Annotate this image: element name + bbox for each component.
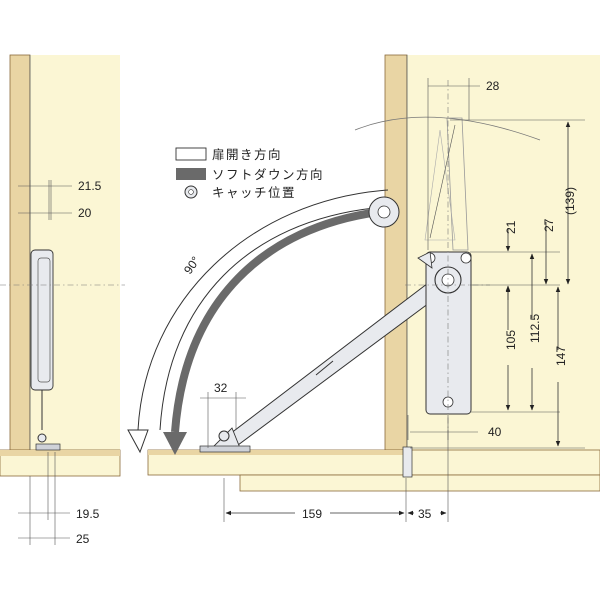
dim-28: 28 <box>486 79 500 93</box>
legend-door-open-swatch <box>175 147 207 161</box>
legend-soft-down-swatch <box>176 168 206 180</box>
left-side-panel <box>9 54 120 451</box>
soft-down-arrow <box>153 186 383 441</box>
legend-soft-down-label: ソフトダウン方向 <box>212 167 324 182</box>
dim-159: 159 <box>302 507 322 521</box>
left-bottom-board <box>0 449 121 477</box>
hinge-base-plate <box>417 251 472 415</box>
dim-27: 27 <box>542 218 556 232</box>
dim-112-5: 112.5 <box>528 314 542 343</box>
legend-catch-label: キャッチ位置 <box>212 185 296 200</box>
dim-20: 20 <box>78 206 92 220</box>
catch-position <box>368 196 400 228</box>
dim-105: 105 <box>504 330 518 350</box>
closed-door <box>147 449 407 476</box>
dim-21: 21 <box>504 220 518 234</box>
dim-21-5: 21.5 <box>78 179 102 193</box>
dim-25: 25 <box>76 532 90 546</box>
angle-90-label: 90° <box>181 254 203 277</box>
dim-32: 32 <box>214 381 228 395</box>
dim-40: 40 <box>488 425 502 439</box>
soft-down-direction-arrow <box>163 208 379 455</box>
left-dimensions: 21.5 20 19.5 25 <box>18 179 102 546</box>
legend: 扉開き方向 ソフトダウン方向 キャッチ位置 <box>175 147 324 200</box>
dim-19-5: 19.5 <box>76 507 100 521</box>
right-dimensions: 28 (139) 27 21 105 112.5 147 40 <box>200 78 585 522</box>
dim-35: 35 <box>418 507 432 521</box>
open-door-ghost <box>424 117 469 251</box>
dim-139: (139) <box>563 187 577 215</box>
door-sweep-arc <box>354 116 541 141</box>
door-open-arrow <box>127 189 389 454</box>
dim-147: 147 <box>554 346 568 366</box>
legend-door-open-label: 扉開き方向 <box>212 147 282 162</box>
cabinet-bottom-board <box>239 446 600 492</box>
